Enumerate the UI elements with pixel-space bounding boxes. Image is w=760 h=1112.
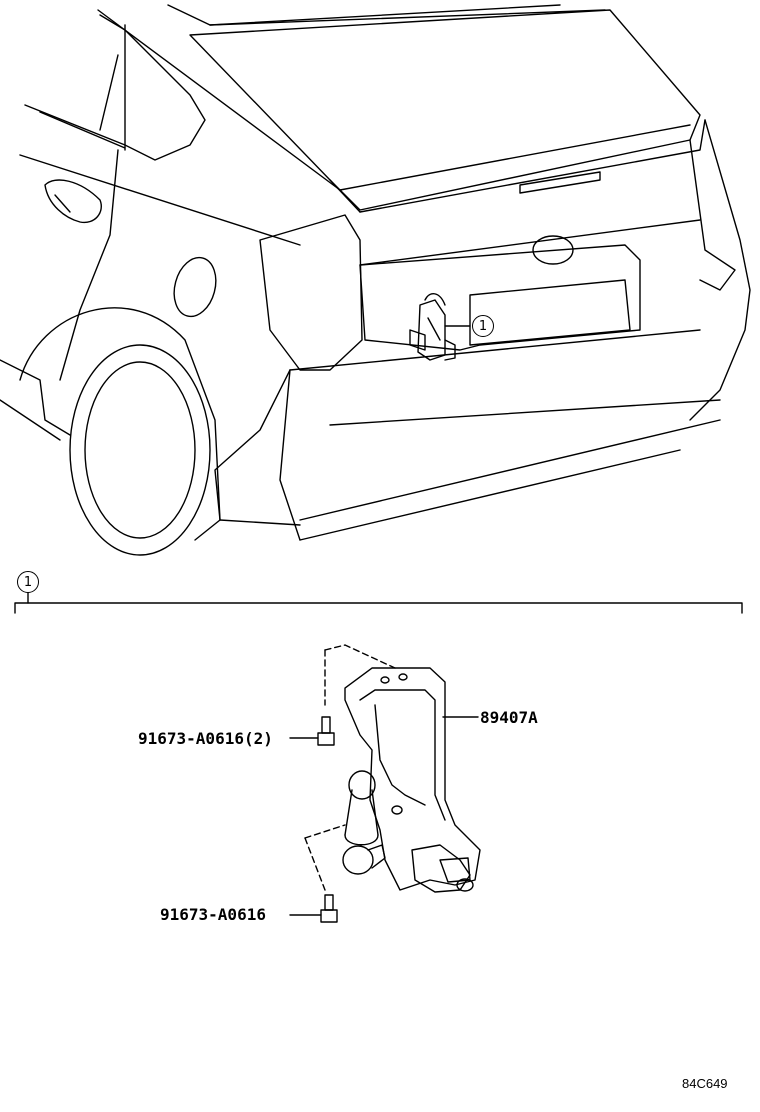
catalog-code: 84C649 — [682, 1076, 728, 1091]
section-bracket — [14, 592, 743, 614]
bolt-lower-part-number: 91673-A0616 — [160, 905, 266, 924]
sensor-part-number: 89407A — [480, 708, 538, 727]
section-callout-number: 1 — [17, 571, 39, 593]
car-callout-number: 1 — [472, 315, 494, 337]
car-rear-illustration — [0, 4, 751, 556]
sensor-location-on-car — [409, 293, 456, 361]
height-sensor-drawing — [304, 644, 481, 923]
bolt-upper-part-number: 91673-A0616(2) — [138, 729, 273, 748]
